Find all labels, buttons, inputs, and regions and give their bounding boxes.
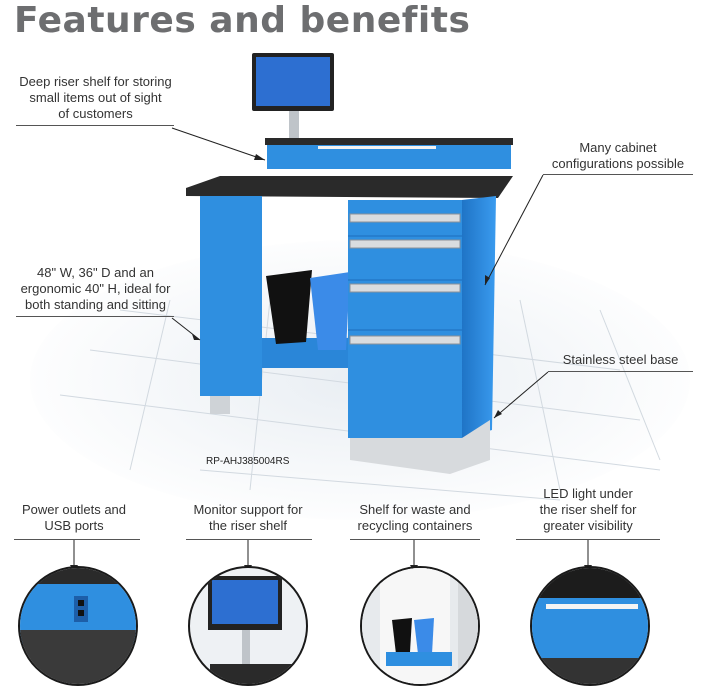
callout-line: Stainless steel base [562,352,679,367]
detail-line: LED light under [543,486,633,501]
detail-rule [350,539,480,540]
detail-line: USB ports [44,518,104,533]
callout-line: small items out of sight [29,90,162,105]
callout-rule [16,125,174,126]
waste-bin [266,270,312,344]
callout-line: both standing and sitting [25,297,166,312]
detail-circle-monitor [188,566,308,686]
detail-label-power: Power outlets and USB ports [14,502,134,534]
callout-line: of customers [58,106,133,121]
drawer-handles [349,213,461,345]
callout-line: Many cabinet [579,140,657,155]
callout-line: configurations possible [551,156,685,171]
detail-label-led: LED light under the riser shelf for grea… [520,486,656,534]
detail-line: greater visibility [543,518,633,533]
detail-line: Shelf for waste and [359,502,471,517]
drawer-lines [348,235,462,331]
callout-riser-shelf: Deep riser shelf for storing small items… [18,74,173,122]
detail-rule [516,539,660,540]
monitor-arm [289,100,299,140]
cabinet-side [462,196,496,438]
detail-line: recycling containers [357,518,473,533]
detail-line: Power outlets and [21,502,127,517]
callout-rule [548,371,693,372]
detail-label-monitor: Monitor support for the riser shelf [186,502,310,534]
detail-rule [14,539,140,540]
callout-base: Stainless steel base [548,352,693,368]
callout-line: Deep riser shelf for storing [19,74,172,89]
detail-rule [186,539,312,540]
callout-line: ergonomic 40" H, ideal for [20,281,171,296]
detail-circle-power [18,566,138,686]
model-number: RP-AHJ385004RS [206,456,290,467]
led-strip [318,146,436,149]
riser-top [265,138,513,145]
left-base [210,396,230,414]
callout-dimensions: 48" W, 36" D and an ergonomic 40" H, ide… [18,265,173,313]
recycling-bin [310,272,350,350]
callout-cabinet: Many cabinet configurations possible [543,140,693,172]
detail-label-shelf: Shelf for waste and recycling containers [350,502,480,534]
detail-circle-shelf [360,566,480,686]
detail-circle-led [530,566,650,686]
detail-line: the riser shelf [208,518,288,533]
stainless-base [350,420,490,474]
detail-line: Monitor support for [193,502,303,517]
detail-line: the riser shelf for [539,502,637,517]
page-title: Features and benefits [14,0,471,41]
callout-line: 48" W, 36" D and an [37,265,154,280]
monitor-screen [256,57,330,106]
callout-rule [16,316,174,317]
worktop [186,176,513,198]
callout-rule [543,174,693,175]
left-panel [200,196,262,396]
